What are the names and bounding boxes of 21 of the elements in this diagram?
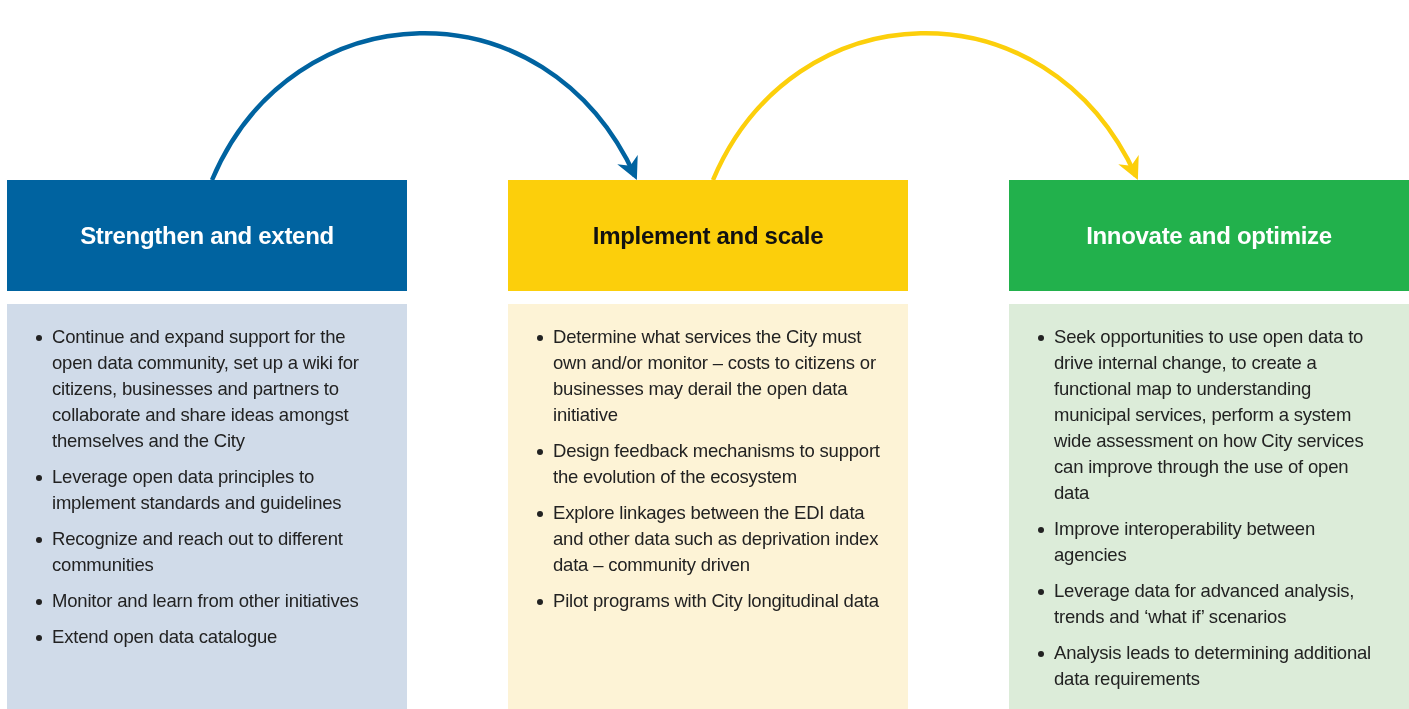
bullet-panel	[1009, 304, 1409, 709]
stage-header: Innovate and optimize	[1009, 180, 1409, 291]
curved-arrow	[711, 31, 1139, 182]
bullet-text: Determine what services the City must own and/or monitor – costs to citizens or businesses may derail the open data initiative	[553, 325, 877, 427]
bullet-text: Explore linkages between the EDI data and other data such as deprivation index data – community driven	[553, 501, 880, 577]
bullet-panel	[508, 304, 908, 709]
bullet-text: Continue and expand support for the open data community, set up a wiki for citizens, businesses and partners to collaborate and share ideas amongst themselves and the City	[52, 325, 360, 453]
bullet-text: Design feedback mechanisms to support the evolution of the ecosystem	[553, 439, 881, 489]
bullet-text: Leverage open data principles to implement standards and guidelines	[52, 465, 343, 515]
bullet-text: Leverage data for advanced analysis, trends and ‘what if’ scenarios	[1054, 579, 1356, 629]
bullet-panel	[7, 304, 407, 709]
bullet-text: Monitor and learn from other initiatives	[52, 589, 359, 613]
bullet-text: Pilot programs with City longitudinal data	[553, 589, 879, 613]
bullet-text: Extend open data catalogue	[52, 625, 278, 649]
bullet-text: Improve interoperability between agencies	[1054, 517, 1316, 567]
stage-header: Strengthen and extend	[7, 180, 407, 291]
bullet-text: Seek opportunities to use open data to drive internal change, to create a functional map to understanding municipal services, perform a system wide assessment on how City services can improve through the use of open data	[1054, 325, 1365, 505]
stage-header: Implement and scale	[508, 180, 908, 291]
bullet-text: Recognize and reach out to different communities	[52, 527, 344, 577]
bullet-text: Analysis leads to determining additional data requirements	[1054, 641, 1372, 691]
curved-arrow	[210, 31, 638, 182]
